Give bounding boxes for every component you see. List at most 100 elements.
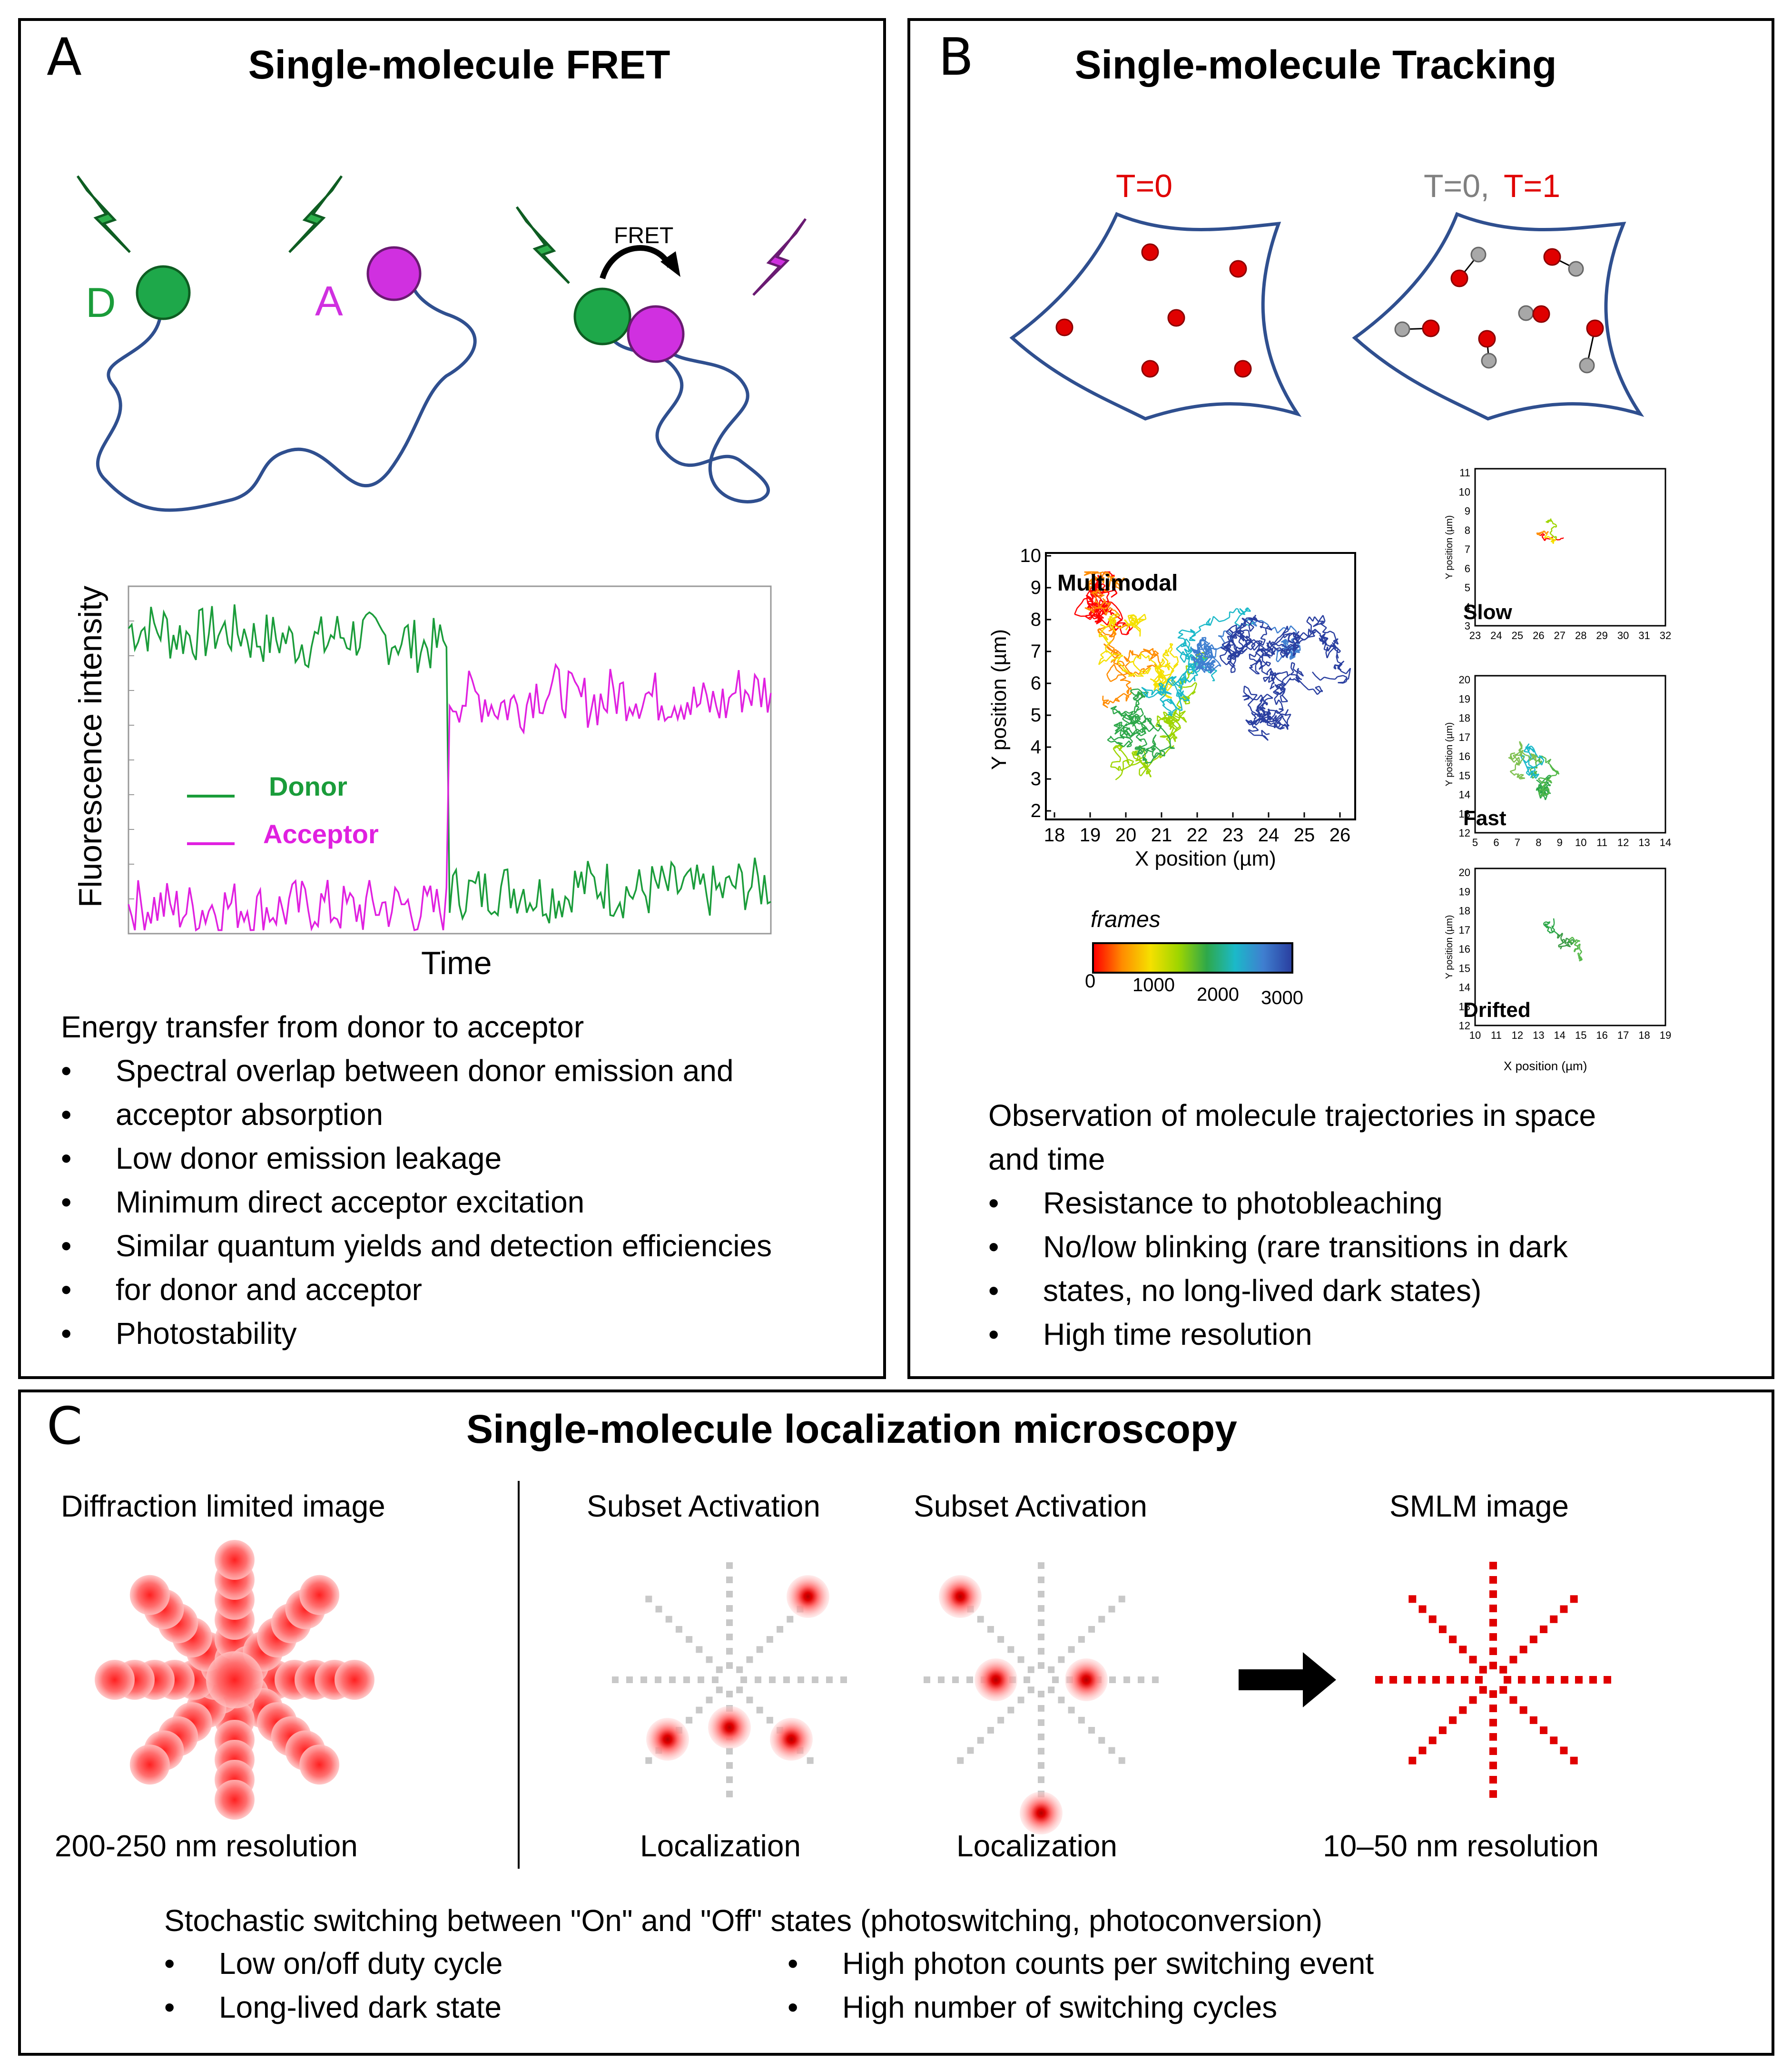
localized-point bbox=[1589, 1676, 1597, 1684]
localized-point bbox=[1499, 1686, 1507, 1694]
colorbar-tick: 0 bbox=[1085, 971, 1096, 992]
x-tick-label: 14 bbox=[1660, 837, 1671, 848]
molecule-tracks-t1 bbox=[1402, 254, 1596, 366]
x-tick-label: 23 bbox=[1469, 630, 1481, 641]
y-tick-label: 19 bbox=[1459, 693, 1470, 705]
x-tick-label: 7 bbox=[1515, 837, 1520, 848]
drifted-label: Drifted bbox=[1463, 998, 1531, 1022]
y-tick-label: 15 bbox=[1459, 962, 1470, 974]
localized-point bbox=[1504, 1676, 1511, 1684]
inactive-point bbox=[924, 1676, 930, 1683]
inactive-point bbox=[726, 1634, 733, 1640]
inactive-point bbox=[1098, 1737, 1105, 1744]
localized-point bbox=[1449, 1636, 1457, 1644]
x-tick-label: 27 bbox=[1554, 630, 1566, 641]
inactive-point bbox=[1138, 1676, 1144, 1683]
x-tick-label: 10 bbox=[1575, 837, 1586, 848]
inactive-point bbox=[807, 1757, 814, 1764]
y-tick-label: 3 bbox=[1465, 620, 1470, 632]
localized-point bbox=[1550, 1615, 1558, 1623]
active-emitter bbox=[1065, 1658, 1108, 1701]
inactive-point bbox=[1048, 1686, 1055, 1694]
cell-outline-t1 bbox=[1352, 212, 1644, 421]
x-tick-label: 28 bbox=[1575, 630, 1586, 641]
active-emitter bbox=[939, 1575, 982, 1618]
inactive-point bbox=[967, 1747, 974, 1754]
inactive-point bbox=[1038, 1734, 1044, 1740]
inactive-point bbox=[977, 1737, 984, 1744]
x-tick-label: 29 bbox=[1596, 630, 1607, 641]
x-tick-label: 11 bbox=[1491, 1029, 1502, 1041]
bullet-item: High time resolution bbox=[988, 1312, 1568, 1356]
inactive-point bbox=[1048, 1666, 1055, 1673]
inactive-point bbox=[726, 1648, 733, 1655]
fast-label: Fast bbox=[1463, 807, 1506, 830]
localized-point bbox=[1489, 1733, 1497, 1741]
localized-point bbox=[1432, 1676, 1440, 1684]
x-tick-label: 10 bbox=[1469, 1029, 1481, 1041]
localized-point bbox=[1375, 1676, 1383, 1684]
inactive-point bbox=[736, 1666, 743, 1673]
bullet-item: Minimum direct acceptor excitation bbox=[61, 1180, 772, 1224]
localized-point bbox=[1428, 1615, 1437, 1623]
inactive-point bbox=[640, 1676, 647, 1683]
y-tick-label: 20 bbox=[1459, 867, 1470, 878]
localized-point bbox=[1475, 1676, 1483, 1684]
inactive-point bbox=[726, 1791, 733, 1797]
colorbar-tick: 1000 bbox=[1132, 975, 1175, 996]
x-tick-label: 9 bbox=[1557, 837, 1563, 848]
molecule-dots-t0-gray bbox=[1394, 246, 1595, 374]
localization-label-2: Localization bbox=[956, 1829, 1117, 1863]
localized-point bbox=[1489, 1776, 1497, 1784]
localized-point bbox=[1418, 1676, 1426, 1684]
chart-xlabel: Time bbox=[421, 945, 492, 981]
donor-label: D bbox=[86, 279, 116, 326]
localized-point bbox=[1438, 1726, 1447, 1735]
localized-point bbox=[1489, 1690, 1497, 1698]
y-axis-label: Y position (µm) bbox=[1444, 915, 1455, 979]
y-tick-label: 8 bbox=[1031, 609, 1041, 630]
inactive-point bbox=[726, 1591, 733, 1597]
localized-point bbox=[1519, 1646, 1527, 1654]
localized-point bbox=[1469, 1696, 1477, 1704]
bullet-item: High photon counts per switching event bbox=[788, 1942, 1374, 1985]
y-tick-label: 11 bbox=[1459, 467, 1470, 479]
y-tick-label: 4 bbox=[1465, 601, 1470, 613]
inactive-point bbox=[726, 1562, 733, 1569]
inactive-point bbox=[756, 1706, 763, 1714]
panel-b-letter: B bbox=[938, 28, 974, 87]
y-tick-label: 5 bbox=[1465, 582, 1470, 594]
localized-point bbox=[1604, 1676, 1611, 1684]
fret-molecule-diagram bbox=[18, 157, 886, 512]
localized-point bbox=[1570, 1756, 1578, 1764]
localized-point bbox=[1509, 1696, 1517, 1704]
inactive-point bbox=[938, 1676, 945, 1683]
x-tick-label: 18 bbox=[1638, 1029, 1650, 1041]
inactive-point bbox=[1038, 1691, 1044, 1697]
localized-point bbox=[1540, 1625, 1548, 1633]
localized-point bbox=[1459, 1706, 1467, 1714]
panel-b-title: Single-molecule Tracking bbox=[1074, 42, 1557, 87]
localized-point bbox=[1519, 1706, 1527, 1714]
y-tick-label: 18 bbox=[1459, 905, 1470, 917]
inactive-point bbox=[798, 1676, 804, 1683]
localized-point bbox=[1529, 1716, 1537, 1724]
inactive-point bbox=[777, 1626, 784, 1633]
resolution-right: 10–50 nm resolution bbox=[1323, 1829, 1599, 1863]
inactive-point bbox=[746, 1656, 753, 1663]
x-tick-label: 21 bbox=[1151, 825, 1172, 846]
inactive-point bbox=[987, 1626, 994, 1633]
cell-outline-t0 bbox=[1009, 212, 1302, 421]
y-tick-label: 14 bbox=[1459, 982, 1470, 994]
polymer-chain-folded bbox=[601, 323, 770, 503]
inactive-point bbox=[1078, 1636, 1085, 1643]
localized-point bbox=[1546, 1676, 1554, 1684]
inactive-point bbox=[645, 1757, 652, 1764]
y-tick-label: 4 bbox=[1031, 737, 1041, 758]
panel-b-intro-2: and time bbox=[988, 1142, 1105, 1176]
inactive-point bbox=[712, 1676, 719, 1683]
localized-point bbox=[1389, 1676, 1397, 1684]
small-xlabel: X position (µm) bbox=[1504, 1059, 1587, 1073]
